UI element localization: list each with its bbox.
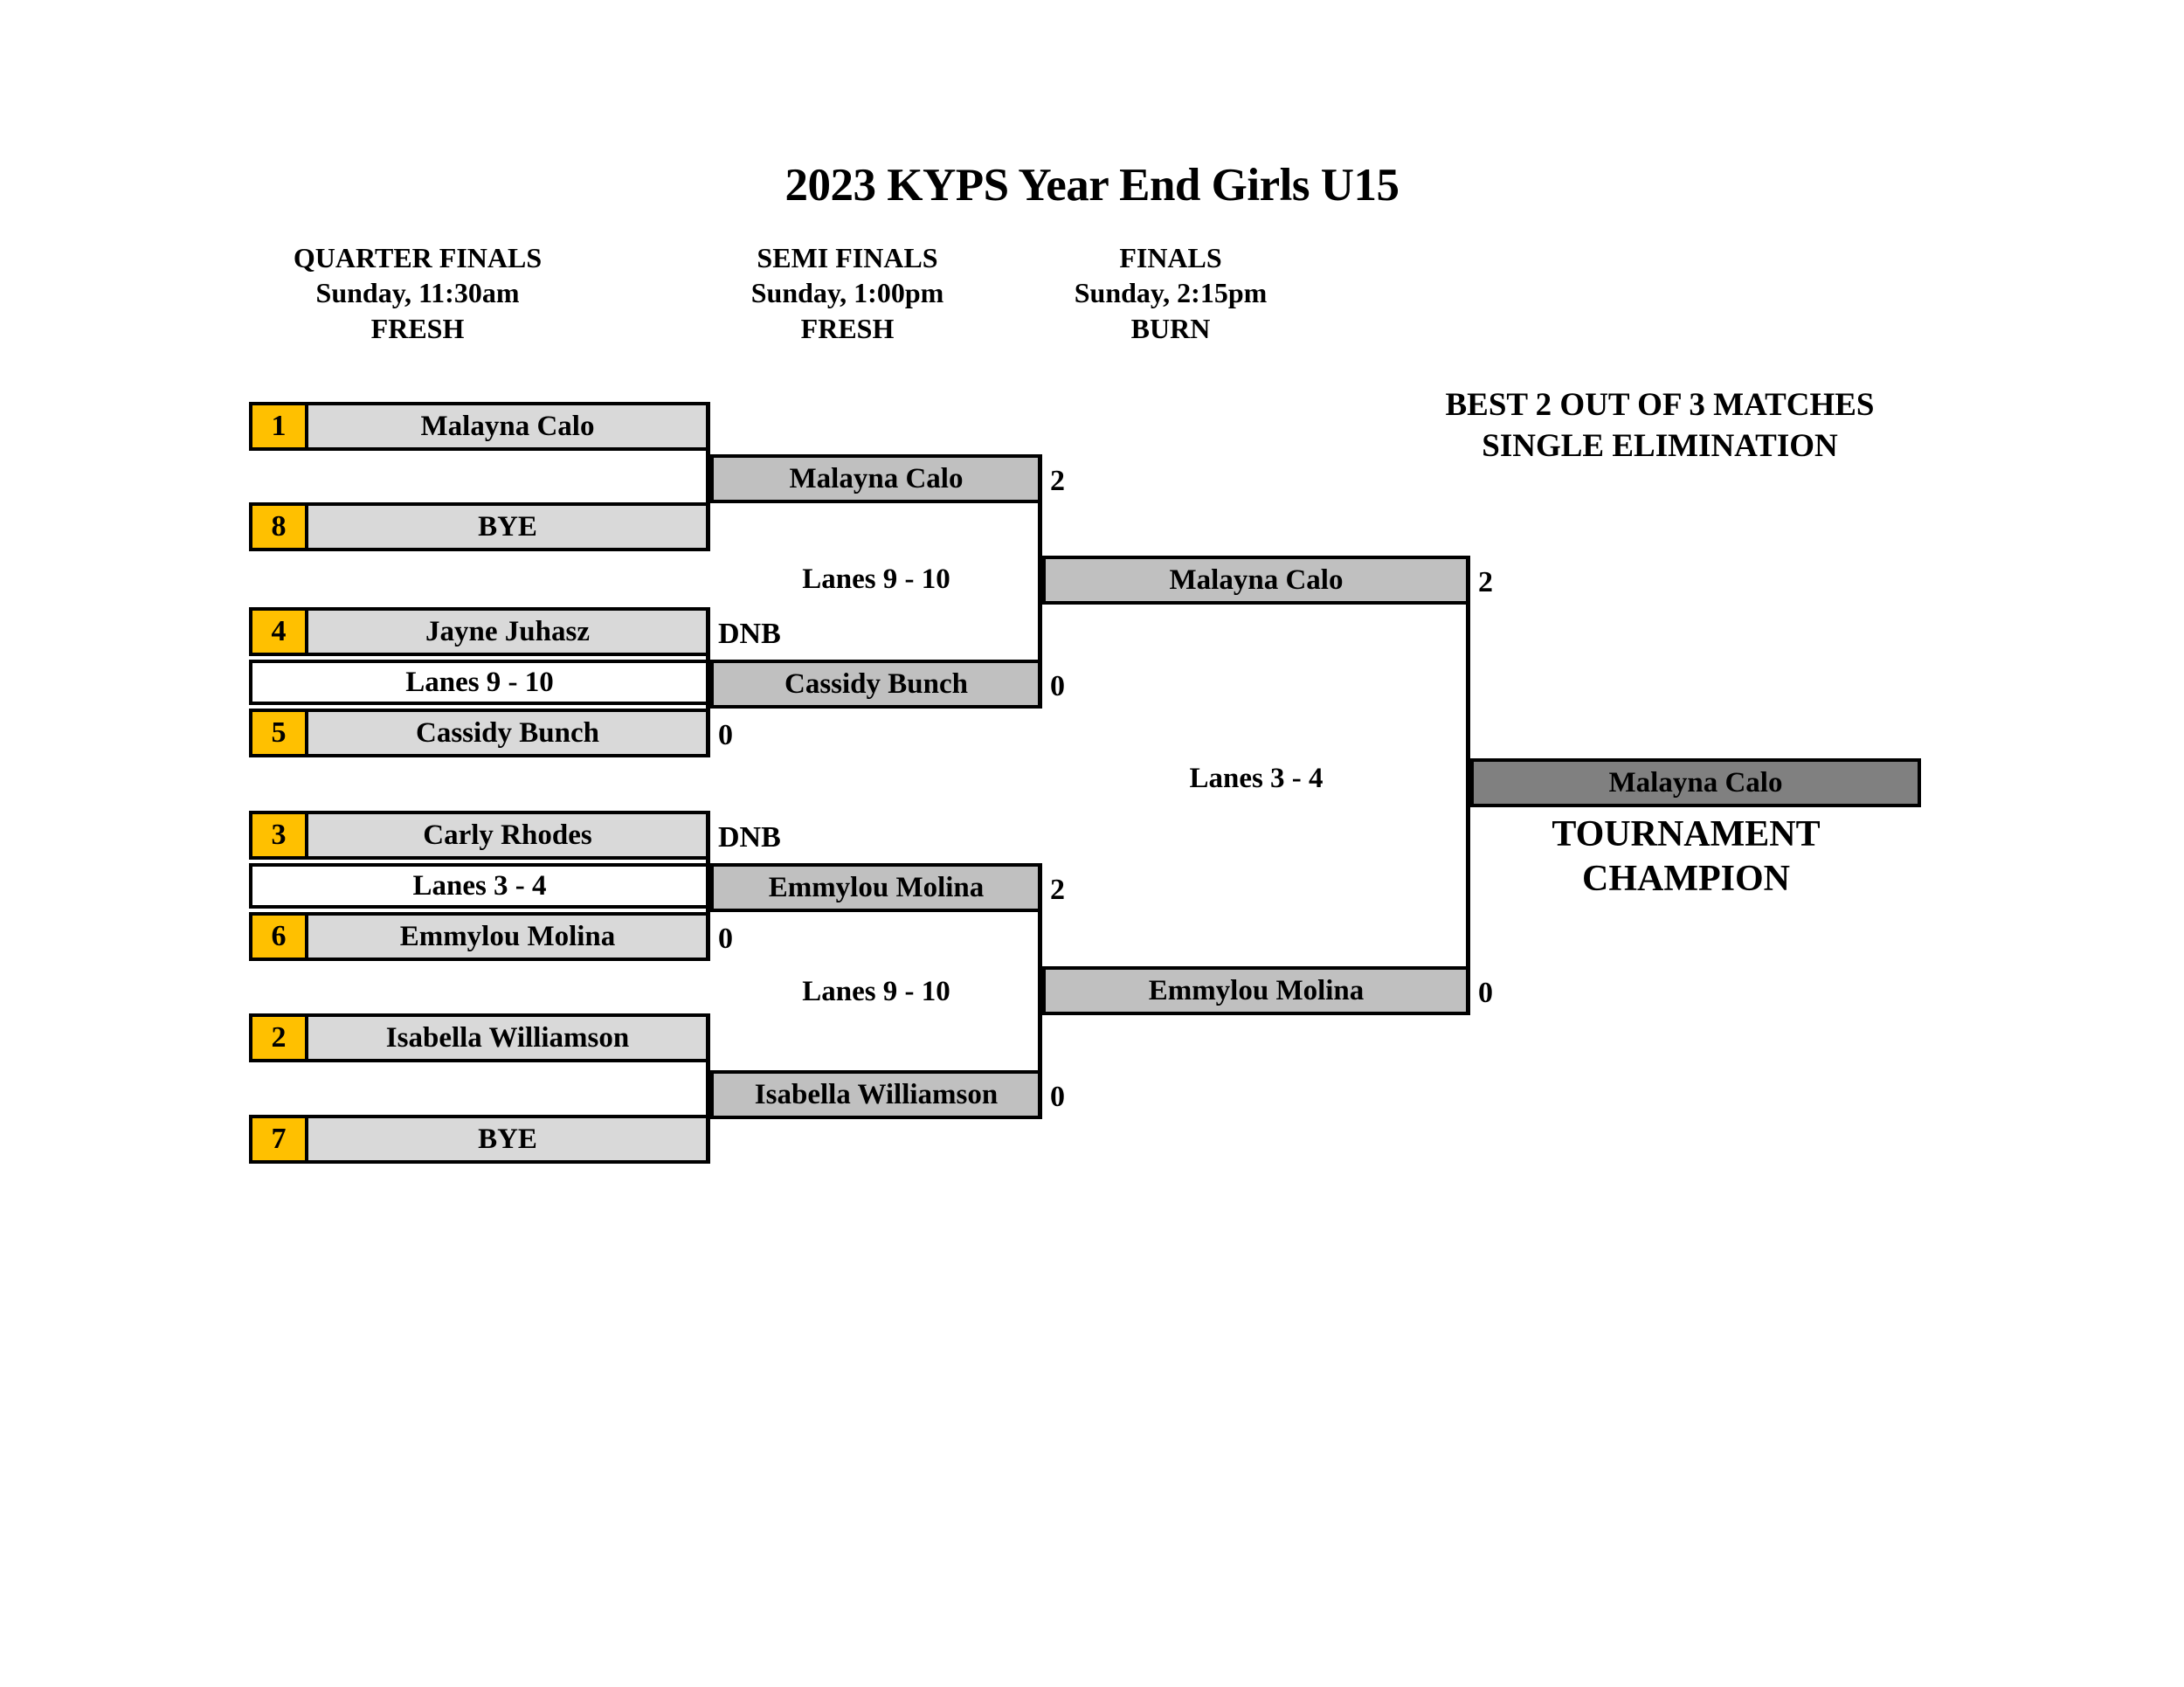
seed-number: 4 (252, 611, 308, 653)
connector-sf-pair-1 (1038, 454, 1042, 709)
seed-number: 6 (252, 916, 308, 958)
bracket-slot-qf-5[interactable]: 3 Carly Rhodes (249, 811, 710, 860)
round-venue: FRESH (370, 312, 465, 344)
round-time: Sunday, 1:00pm (750, 277, 944, 309)
bracket-slot-qf-7[interactable]: 2 Isabella Williamson (249, 1013, 710, 1062)
bracket-slot-qf-4[interactable]: 5 Cassidy Bunch (249, 709, 710, 757)
round-time: Sunday, 11:30am (315, 277, 520, 309)
player-name: Malayna Calo (789, 462, 964, 494)
player-name: Cassidy Bunch (784, 667, 968, 700)
seed-number: 2 (252, 1017, 308, 1059)
round-header-semi-finals: SEMI FINALS Sunday, 1:00pm FRESH (664, 240, 1031, 346)
player-name: Emmylou Molina (1148, 974, 1365, 1006)
player-name: Emmylou Molina (768, 871, 985, 903)
score-sf-2: 0 (1050, 670, 1065, 702)
bracket-slot-qf-3[interactable]: 4 Jayne Juhasz (249, 607, 710, 656)
player-name: BYE (478, 510, 537, 543)
score-qf-4: 0 (718, 719, 733, 751)
seed-number: 8 (252, 506, 308, 548)
bracket-slot-qf-8[interactable]: 7 BYE (249, 1115, 710, 1164)
bracket-slot-champion[interactable]: Malayna Calo (1470, 758, 1921, 807)
score-sf-3: 2 (1050, 874, 1065, 906)
format-note-line-2: SINGLE ELIMINATION (1482, 428, 1838, 465)
bracket-slot-sf-4[interactable]: Isabella Williamson (710, 1070, 1042, 1119)
format-note-line-1: BEST 2 OUT OF 3 MATCHES (1445, 387, 1875, 423)
bracket-slot-qf-6[interactable]: 6 Emmylou Molina (249, 912, 710, 961)
player-name: Cassidy Bunch (415, 716, 599, 749)
connector-qf-pair-2 (706, 607, 710, 757)
lanes-label-qf-3: Lanes 3 - 4 (249, 863, 710, 909)
score-sf-1: 2 (1050, 465, 1065, 497)
round-header-finals: FINALS Sunday, 2:15pm BURN (1005, 240, 1337, 346)
lanes-label-final-1: Lanes 3 - 4 (1189, 763, 1324, 794)
round-name: FINALS (1119, 242, 1222, 273)
bracket-slot-sf-2[interactable]: Cassidy Bunch (710, 660, 1042, 709)
lanes-label-qf-2: Lanes 9 - 10 (249, 660, 710, 705)
seed-number: 3 (252, 814, 308, 856)
champion-caption: TOURNAMENT CHAMPION (1485, 812, 1887, 902)
connector-final-pair (1466, 556, 1470, 1015)
player-name: Isabella Williamson (385, 1021, 630, 1054)
lanes-label-sf-2: Lanes 9 - 10 (802, 976, 950, 1007)
score-qf-5: DNB (718, 821, 781, 854)
seed-number: 7 (252, 1118, 308, 1160)
bracket-slot-final-2[interactable]: Emmylou Molina (1042, 966, 1470, 1015)
seed-number: 5 (252, 712, 308, 754)
player-name: Malayna Calo (420, 410, 595, 442)
player-name: Malayna Calo (1169, 563, 1344, 596)
player-name: Malayna Calo (1608, 766, 1783, 799)
player-name: Jayne Juhasz (425, 615, 590, 647)
bracket-slot-sf-3[interactable]: Emmylou Molina (710, 863, 1042, 912)
score-qf-3: DNB (718, 618, 781, 650)
round-name: QUARTER FINALS (293, 242, 543, 273)
player-name: BYE (478, 1123, 537, 1155)
format-notes: BEST 2 OUT OF 3 MATCHES SINGLE ELIMINATI… (1293, 384, 2027, 467)
bracket-slot-final-1[interactable]: Malayna Calo (1042, 556, 1470, 605)
round-venue: FRESH (800, 312, 895, 344)
champion-caption-line-2: CHAMPION (1582, 859, 1790, 900)
round-time: Sunday, 2:15pm (1074, 277, 1268, 309)
seed-number: 1 (252, 405, 308, 447)
score-final-1: 2 (1478, 566, 1493, 598)
player-name: Carly Rhodes (423, 819, 592, 851)
player-name: Isabella Williamson (754, 1078, 999, 1110)
lanes-label-sf-1: Lanes 9 - 10 (802, 563, 950, 595)
page-title: 2023 KYPS Year End Girls U15 (784, 160, 1400, 211)
score-qf-6: 0 (718, 923, 733, 955)
bracket-slot-qf-1[interactable]: 1 Malayna Calo (249, 402, 710, 451)
connector-qf-pair-1 (706, 402, 710, 551)
round-venue: BURN (1130, 312, 1211, 344)
connector-qf-pair-4 (706, 1013, 710, 1164)
round-header-quarter-finals: QUARTER FINALS Sunday, 11:30am FRESH (234, 240, 601, 346)
bracket-slot-sf-1[interactable]: Malayna Calo (710, 454, 1042, 503)
bracket-slot-qf-2[interactable]: 8 BYE (249, 502, 710, 551)
connector-qf-pair-3 (706, 811, 710, 961)
champion-caption-line-1: TOURNAMENT (1552, 814, 1821, 854)
score-final-2: 0 (1478, 977, 1493, 1009)
score-sf-4: 0 (1050, 1081, 1065, 1113)
connector-sf-pair-2 (1038, 863, 1042, 1119)
player-name: Emmylou Molina (399, 920, 616, 952)
round-name: SEMI FINALS (757, 242, 938, 273)
